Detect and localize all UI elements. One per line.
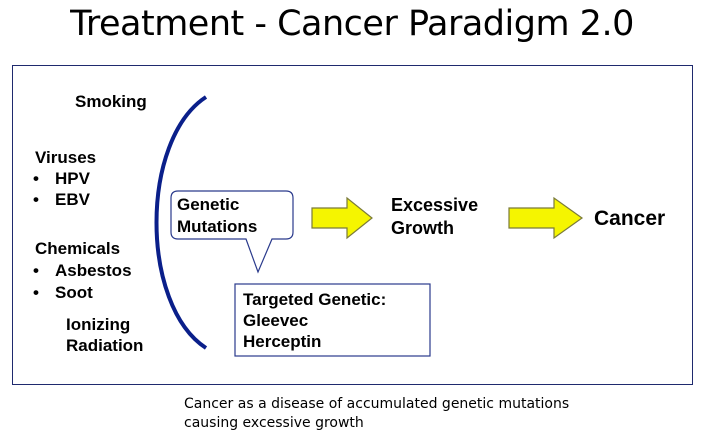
caption-line2: causing excessive growth [184, 415, 364, 431]
bullet: • [33, 283, 39, 302]
treatment-item-gleevec: Gleevec [243, 311, 309, 330]
arrow-to-growth [311, 196, 373, 240]
virus-item-hpv: • HPV [33, 168, 90, 189]
bracket-curve [154, 95, 208, 350]
cancer-label: Cancer [594, 207, 666, 230]
treatment-item-herceptin: Herceptin [243, 332, 322, 351]
cause-ionizing-line1: Ionizing [66, 315, 131, 334]
genetic-mutations-line1: Genetic [177, 195, 240, 214]
chemical-item-asbestos: • Asbestos [33, 260, 132, 281]
bullet: • [33, 261, 39, 280]
arrow-to-cancer [508, 196, 584, 240]
treatment-heading: Targeted Genetic: [243, 290, 387, 309]
cause-chemicals-heading: Chemicals [35, 239, 121, 258]
virus-item-ebv: • EBV [33, 189, 90, 210]
caption-line1: Cancer as a disease of accumulated genet… [184, 396, 570, 412]
page-title: Treatment - Cancer Paradigm 2.0 [70, 4, 634, 44]
bullet: • [33, 169, 39, 188]
chemical-item-soot: • Soot [33, 282, 93, 303]
chemical-label: Asbestos [55, 261, 132, 280]
virus-label: EBV [55, 190, 90, 209]
excessive-growth-line2: Growth [391, 218, 454, 238]
diagram-frame [12, 65, 693, 385]
excessive-growth-line1: Excessive [391, 195, 479, 215]
genetic-mutations-line2: Mutations [177, 217, 258, 236]
cause-smoking: Smoking [75, 92, 147, 111]
figure-caption: Cancer as a disease of accumulated genet… [184, 395, 569, 433]
genetic-mutations-callout [170, 190, 294, 274]
chemical-label: Soot [55, 283, 93, 302]
treatment-box-border [234, 283, 431, 357]
cause-ionizing-line2: Radiation [66, 336, 144, 355]
virus-label: HPV [55, 169, 90, 188]
cause-viruses-heading: Viruses [35, 148, 97, 167]
bullet: • [33, 190, 39, 209]
